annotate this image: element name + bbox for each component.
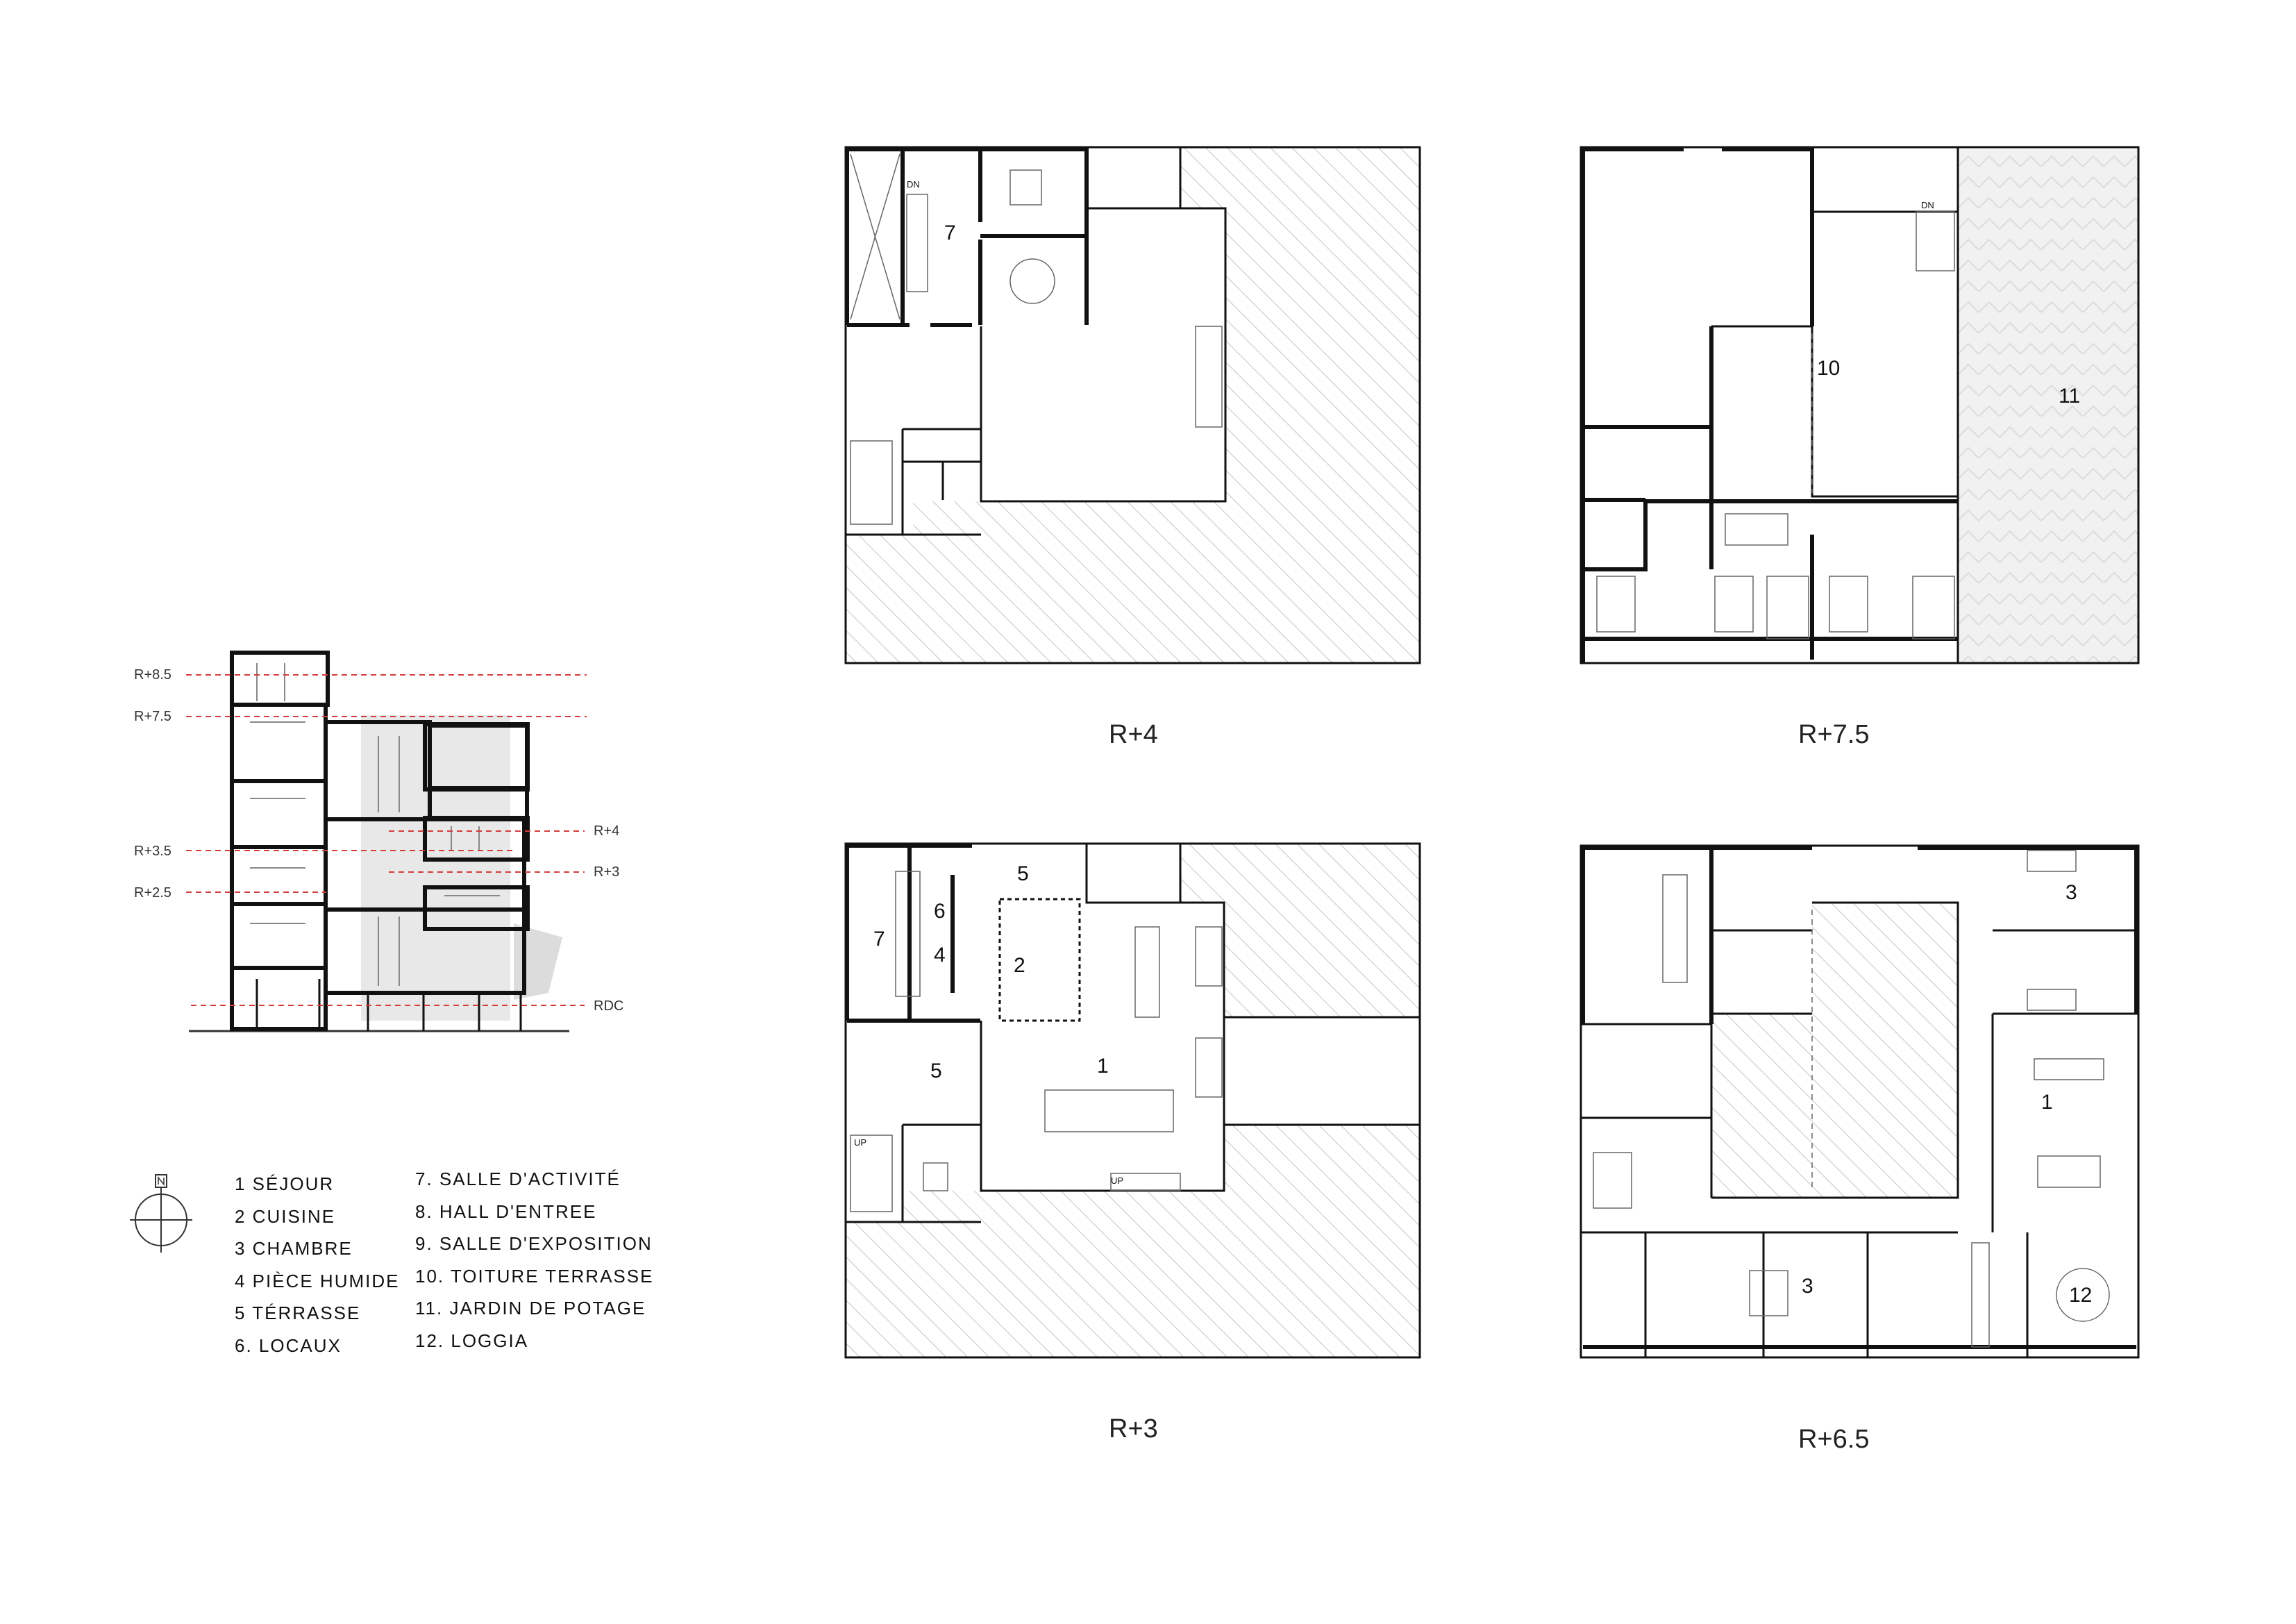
room-number: 12 — [2069, 1284, 2092, 1307]
plan-caption: R+3 — [1109, 1414, 1158, 1443]
plan-r65: 3 1 3 12 R+6.5 — [1579, 844, 2140, 1454]
level-label: R+2.5 — [134, 885, 171, 901]
level-label: R+3 — [594, 864, 619, 880]
room-number: 1 — [1097, 1055, 1109, 1078]
room-number: 11 — [2059, 385, 2080, 408]
legend-item: 6. LOCAUX — [235, 1334, 342, 1356]
legend-item: 10. TOITURE TERRASSE — [415, 1265, 654, 1287]
room-number: 5 — [1017, 862, 1029, 885]
level-label: R+4 — [594, 823, 619, 839]
legend-item: 3 CHAMBRE — [235, 1238, 353, 1259]
room-number: 7 — [873, 928, 885, 951]
room-number: 7 — [944, 221, 956, 244]
room-number: 2 — [1014, 954, 1025, 977]
plan-caption: R+7.5 — [1798, 720, 1869, 749]
room-number: 1 — [2041, 1091, 2053, 1114]
stair-label: UP — [854, 1137, 866, 1148]
room-number: 4 — [934, 944, 946, 966]
plan-caption: R+6.5 — [1798, 1425, 1869, 1454]
building-section: R+8.5 R+7.5 R+3.5 R+2.5 R+4 R+3 RDC — [134, 651, 623, 1032]
room-number: 5 — [930, 1060, 942, 1082]
legend-item: 8. HALL D'ENTREE — [415, 1200, 597, 1222]
legend-item: 5 TÉRRASSE — [235, 1303, 361, 1323]
legend-item: 4 PIÈCE HUMIDE — [235, 1270, 400, 1291]
plan-r3: UP UP 5 6 7 4 2 1 5 R+3 — [844, 842, 1421, 1443]
plan-r75: DN 10 11 R+7.5 — [1579, 146, 2140, 749]
stair-label: DN — [907, 179, 920, 190]
level-label: RDC — [594, 998, 623, 1014]
stair-label: DN — [1921, 200, 1934, 210]
room-number: 6 — [934, 900, 946, 923]
legend-item: 12. LOGGIA — [415, 1330, 529, 1351]
plan-caption: R+4 — [1109, 720, 1158, 749]
stair-label: UP — [1111, 1175, 1123, 1186]
plan-r4: DN 7 R+4 — [844, 146, 1421, 749]
legend-item: 7. SALLE D'ACTIVITÉ — [415, 1169, 621, 1189]
legend-item: 2 CUISINE — [235, 1205, 336, 1227]
room-number: 3 — [2065, 881, 2077, 904]
legend-item: 9. SALLE D'EXPOSITION — [415, 1233, 653, 1254]
level-label: R+8.5 — [134, 667, 171, 683]
legend-item: 1 SÉJOUR — [235, 1173, 335, 1194]
legend-column-a: 1 SÉJOUR 2 CUISINE 3 CHAMBRE 4 PIÈCE HUM… — [235, 1168, 400, 1362]
room-number: 3 — [1802, 1275, 1813, 1298]
room-number: 10 — [1817, 357, 1840, 380]
level-label: R+3.5 — [134, 844, 171, 859]
legend-column-b: 7. SALLE D'ACTIVITÉ 8. HALL D'ENTREE 9. … — [415, 1163, 653, 1357]
level-label: R+7.5 — [134, 709, 171, 724]
north-arrow-icon — [130, 1174, 192, 1253]
legend-item: 11. JARDIN DE POTAGE — [415, 1298, 646, 1319]
